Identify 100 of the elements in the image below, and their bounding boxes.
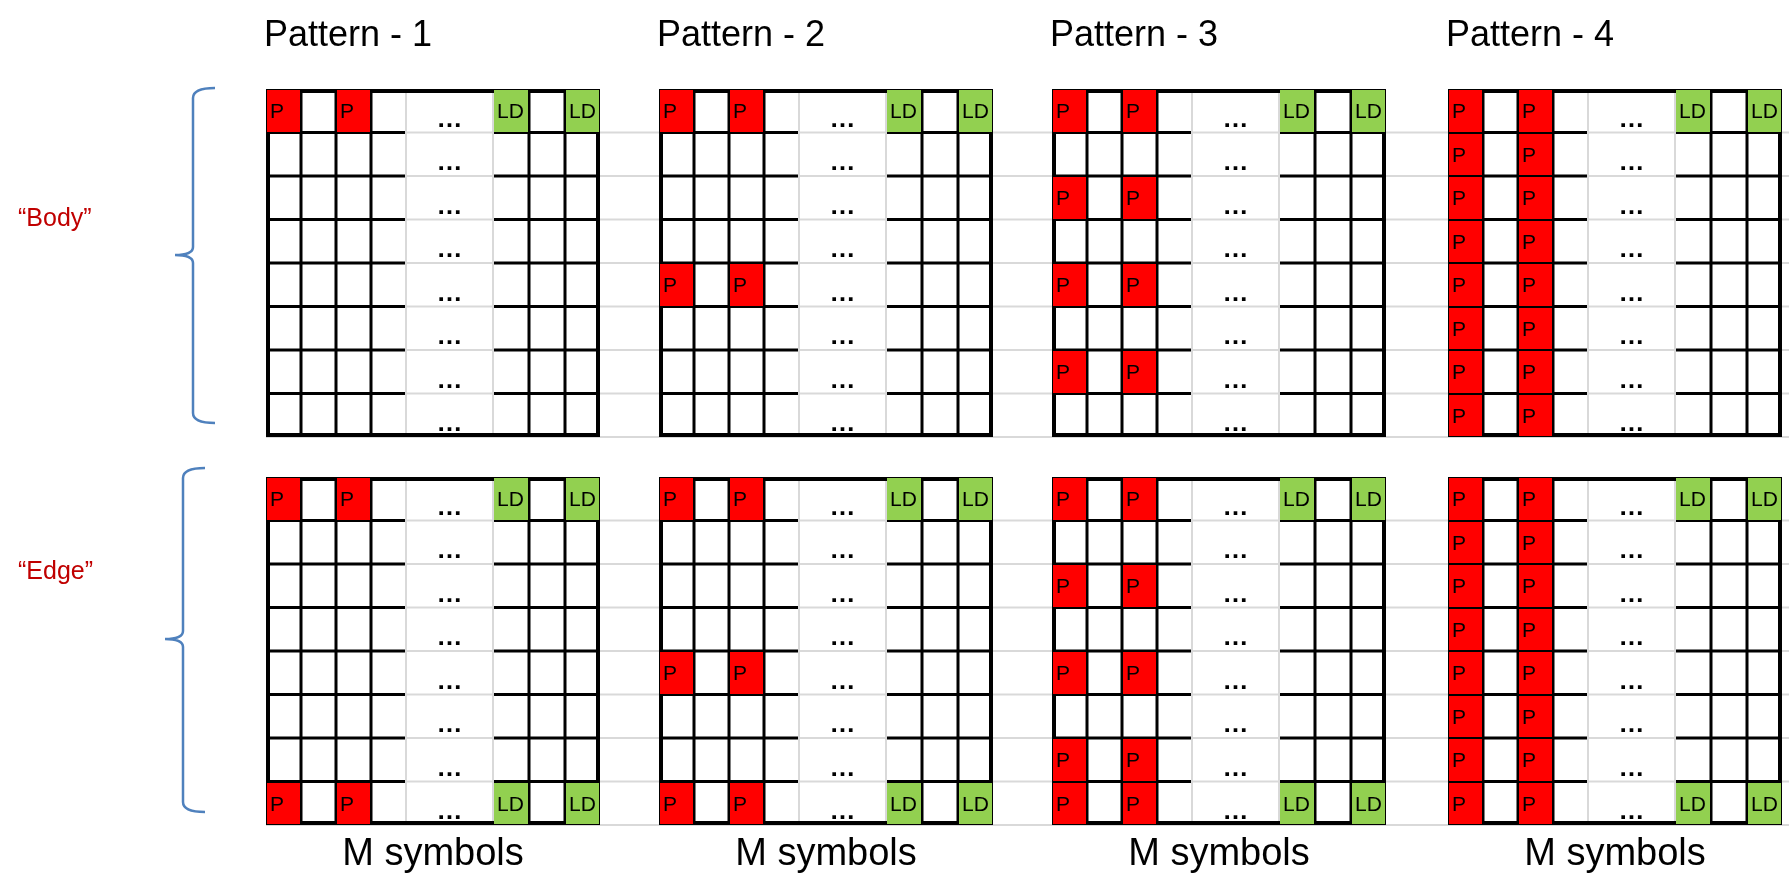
region-label: “Edge” bbox=[18, 558, 94, 583]
pilot-cell: P bbox=[1053, 565, 1086, 607]
ld-cell: LD bbox=[1676, 478, 1710, 520]
axis-label: M symbols bbox=[1127, 833, 1311, 871]
ellipsis: … bbox=[1617, 579, 1646, 606]
ellipsis: … bbox=[1617, 322, 1646, 348]
ld-cell: LD bbox=[1280, 782, 1314, 824]
pilot-cell: P bbox=[1123, 351, 1156, 393]
ld-cell: LD bbox=[959, 782, 992, 824]
region-label: “Body” bbox=[18, 205, 92, 230]
ellipsis: … bbox=[1617, 797, 1646, 823]
symbol-grid bbox=[1448, 89, 1782, 437]
ellipsis: … bbox=[1221, 322, 1250, 348]
pilot-cell: P bbox=[1053, 782, 1086, 824]
ld-cell: LD bbox=[494, 90, 528, 132]
pilot-cell: P bbox=[1519, 565, 1552, 607]
ld-cell: LD bbox=[1676, 782, 1710, 824]
pilot-cell: P bbox=[1449, 652, 1482, 694]
ellipsis: … bbox=[435, 666, 464, 693]
ellipsis: … bbox=[828, 797, 857, 823]
pilot-cell: P bbox=[1053, 652, 1086, 694]
ellipsis: … bbox=[828, 623, 857, 649]
ld-cell: LD bbox=[566, 90, 599, 132]
ellipsis: … bbox=[1221, 623, 1250, 649]
pilot-cell: P bbox=[1053, 264, 1086, 306]
ld-cell: LD bbox=[1280, 90, 1314, 132]
ellipsis: … bbox=[828, 579, 857, 606]
axis-label: M symbols bbox=[734, 833, 918, 871]
pilot-cell: P bbox=[1449, 394, 1482, 436]
ellipsis: … bbox=[435, 492, 464, 519]
pilot-cell: P bbox=[337, 478, 370, 520]
pilot-cell: P bbox=[730, 90, 763, 132]
pilot-cell: P bbox=[1449, 565, 1482, 607]
pilot-cell: P bbox=[1519, 90, 1552, 132]
pilot-cell: P bbox=[1449, 264, 1482, 306]
ellipsis: … bbox=[1617, 536, 1646, 562]
pilot-cell: P bbox=[1449, 782, 1482, 824]
pilot-cell: P bbox=[1449, 478, 1482, 520]
ellipsis: … bbox=[1221, 278, 1250, 305]
ellipsis: … bbox=[435, 536, 464, 562]
ellipsis: … bbox=[1617, 278, 1646, 305]
ellipsis: … bbox=[1617, 191, 1646, 218]
pilot-cell: P bbox=[730, 264, 763, 306]
ellipsis: … bbox=[1221, 666, 1250, 693]
pilot-cell: P bbox=[1449, 608, 1482, 650]
ld-cell: LD bbox=[1352, 478, 1385, 520]
pilot-cell: P bbox=[1519, 133, 1552, 175]
ellipsis: … bbox=[435, 322, 464, 348]
ellipsis: … bbox=[828, 666, 857, 693]
pilot-cell: P bbox=[267, 478, 300, 520]
ellipsis: … bbox=[1221, 365, 1250, 392]
symbol-grid bbox=[266, 477, 600, 825]
pilot-cell: P bbox=[1123, 565, 1156, 607]
ellipsis: … bbox=[435, 235, 464, 261]
ellipsis: … bbox=[828, 278, 857, 305]
pilot-cell: P bbox=[1123, 478, 1156, 520]
ld-cell: LD bbox=[1352, 782, 1385, 824]
pilot-cell: P bbox=[660, 478, 693, 520]
ellipsis: … bbox=[435, 579, 464, 606]
ellipsis: … bbox=[828, 104, 857, 131]
ellipsis: … bbox=[435, 710, 464, 736]
pilot-cell: P bbox=[1519, 739, 1552, 781]
symbol-grid bbox=[1448, 477, 1782, 825]
ellipsis: … bbox=[828, 235, 857, 261]
ld-cell: LD bbox=[887, 90, 921, 132]
ellipsis: … bbox=[1221, 191, 1250, 218]
pilot-cell: P bbox=[1519, 264, 1552, 306]
symbol-grid bbox=[1052, 89, 1386, 437]
ellipsis: … bbox=[828, 365, 857, 392]
ellipsis: … bbox=[435, 365, 464, 392]
pilot-cell: P bbox=[660, 264, 693, 306]
ellipsis: … bbox=[435, 191, 464, 218]
pilot-cell: P bbox=[1449, 307, 1482, 349]
ellipsis: … bbox=[1221, 579, 1250, 606]
pilot-cell: P bbox=[1123, 739, 1156, 781]
ellipsis: … bbox=[435, 753, 464, 780]
ld-cell: LD bbox=[1748, 782, 1781, 824]
ellipsis: … bbox=[1617, 623, 1646, 649]
pilot-cell: P bbox=[337, 782, 370, 824]
pilot-cell: P bbox=[1123, 782, 1156, 824]
ld-cell: LD bbox=[1748, 90, 1781, 132]
ld-cell: LD bbox=[566, 782, 599, 824]
pilot-cell: P bbox=[1449, 739, 1482, 781]
ellipsis: … bbox=[1221, 104, 1250, 131]
ellipsis: … bbox=[1617, 753, 1646, 780]
ellipsis: … bbox=[828, 322, 857, 348]
pilot-cell: P bbox=[1519, 608, 1552, 650]
ellipsis: … bbox=[828, 753, 857, 780]
ellipsis: … bbox=[828, 536, 857, 562]
ld-cell: LD bbox=[1676, 90, 1710, 132]
pilot-cell: P bbox=[1519, 394, 1552, 436]
pilot-cell: P bbox=[1449, 90, 1482, 132]
symbol-grid bbox=[659, 89, 993, 437]
pilot-cell: P bbox=[1053, 351, 1086, 393]
pilot-cell: P bbox=[1123, 90, 1156, 132]
ellipsis: … bbox=[1617, 409, 1646, 435]
pilot-cell: P bbox=[267, 90, 300, 132]
ellipsis: … bbox=[1221, 492, 1250, 519]
pattern-title: Pattern - 3 bbox=[1050, 16, 1219, 52]
pilot-cell: P bbox=[1449, 695, 1482, 737]
